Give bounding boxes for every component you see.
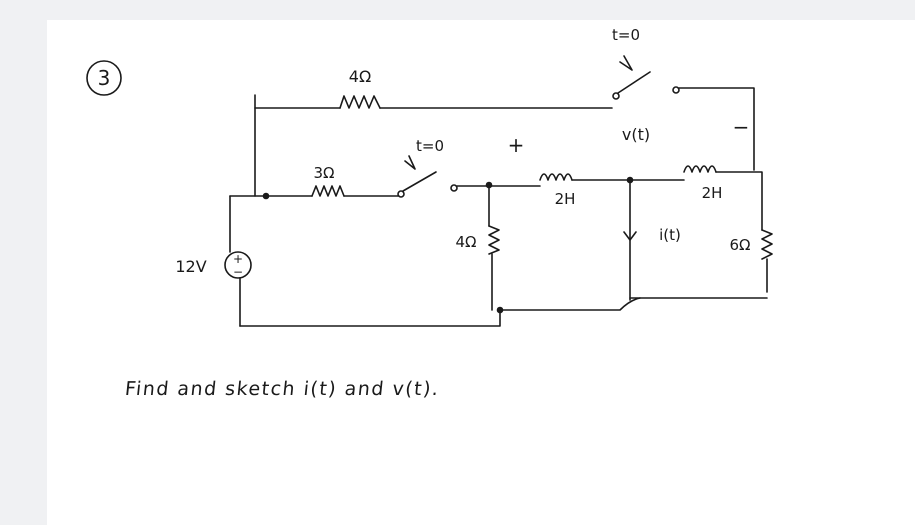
resistor-3ohm	[311, 185, 345, 197]
label-6ohm: 6Ω	[729, 236, 750, 254]
wire-top-right	[678, 87, 755, 171]
resistor-6ohm	[761, 229, 773, 260]
switch-top-contact-right	[672, 86, 680, 94]
label-4ohm-shunt: 4Ω	[455, 233, 476, 251]
switch-mid-blade	[402, 171, 437, 192]
wire-bottom-right	[499, 297, 641, 311]
switch-mid-contact-left	[397, 190, 405, 198]
wire-bottom	[239, 309, 501, 327]
label-switch-mid: t=0	[416, 137, 444, 155]
label-12v: 12V	[175, 257, 206, 276]
label-v-plus: +	[508, 133, 525, 157]
source-plus: +	[233, 252, 243, 266]
inductor-2h-left	[539, 173, 573, 181]
voltage-source-12v	[224, 251, 252, 279]
label-v: v(t)	[622, 125, 650, 144]
switch-top-arrow	[619, 55, 633, 71]
question-text: Find and sketch i(t) and v(t).	[123, 378, 441, 400]
wire-mid-4	[715, 171, 763, 231]
label-2h-right: 2H	[702, 184, 723, 202]
problem-number: 3	[98, 66, 111, 90]
switch-top-contact-left	[612, 92, 620, 100]
problem-number-circle	[86, 60, 122, 96]
switch-mid-contact-right	[450, 184, 458, 192]
label-switch-top: t=0	[612, 26, 640, 44]
resistor-4ohm-top	[339, 95, 381, 109]
resistor-4ohm-shunt	[488, 225, 500, 255]
current-arrow	[623, 231, 637, 241]
label-it: i(t)	[659, 226, 681, 244]
wire-top	[254, 94, 613, 109]
label-4ohm-top: 4Ω	[349, 67, 371, 86]
switch-top-blade	[617, 71, 651, 94]
inductor-2h-right	[683, 165, 717, 173]
label-v-minus: −	[733, 115, 750, 139]
worksheet-page	[47, 20, 915, 525]
switch-mid-arrow	[404, 155, 416, 170]
source-minus: −	[233, 265, 243, 279]
label-2h-left: 2H	[555, 190, 576, 208]
label-3ohm: 3Ω	[313, 164, 334, 182]
